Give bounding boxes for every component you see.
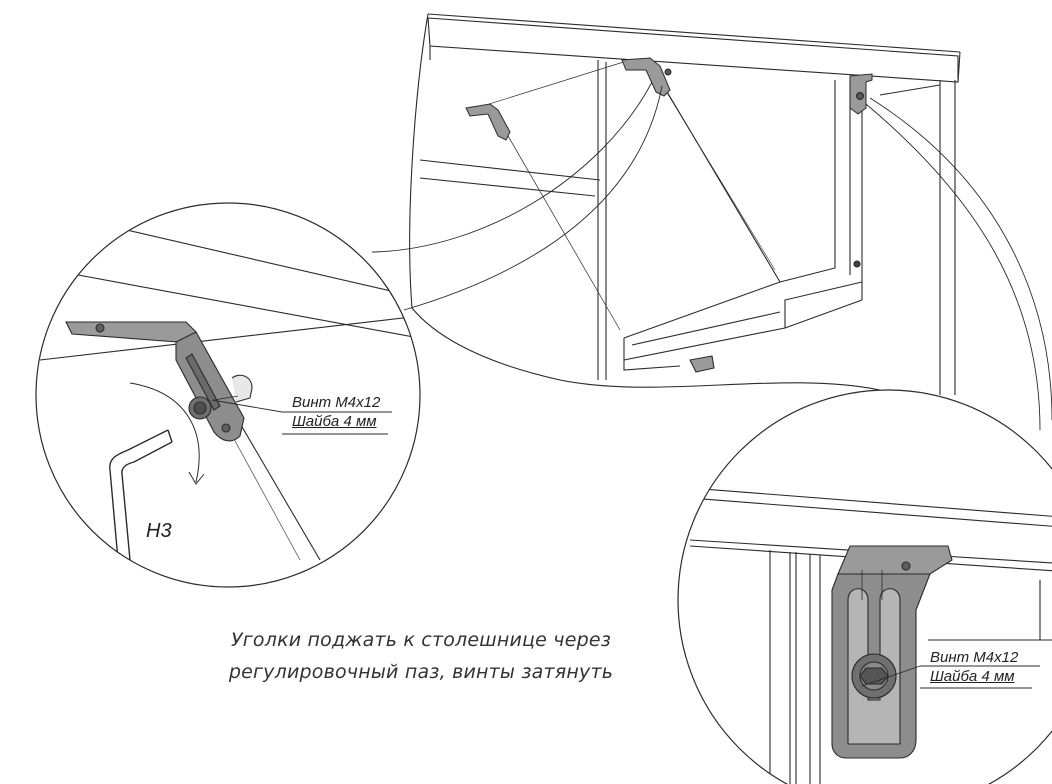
hex-key-label: Н3	[146, 520, 172, 542]
callout-right-screw: Винт М4х12	[930, 649, 1019, 666]
caption-line-2: регулировочный паз, винты затянуть	[228, 661, 614, 683]
instruction-caption: Уголки поджать к столешнице через регули…	[196, 624, 646, 688]
bracket-detail-right	[831, 545, 953, 759]
bracket-detail-left	[65, 321, 245, 442]
detail-leaders	[371, 81, 1052, 431]
detail-left	[39, 209, 420, 561]
caption-line-1: Уголки поджать к столешнице через	[230, 629, 612, 651]
callout-left-screw: Винт М4х12	[292, 394, 381, 411]
callout-left-washer: Шайба 4 мм	[292, 413, 377, 430]
callout-left: Винт М4х12 Шайба 4 мм	[292, 393, 380, 431]
callout-right-leader	[861, 665, 1040, 689]
bracket-top-middle	[621, 57, 672, 97]
top-view	[419, 17, 959, 395]
callout-left-leader	[211, 399, 392, 435]
bracket-top-left	[465, 103, 511, 141]
top-view-outline	[409, 13, 961, 391]
bracket-top-right	[849, 73, 873, 115]
callout-right: Винт М4х12 Шайба 4 мм	[930, 648, 1018, 686]
callout-right-washer: Шайба 4 мм	[930, 668, 1015, 685]
